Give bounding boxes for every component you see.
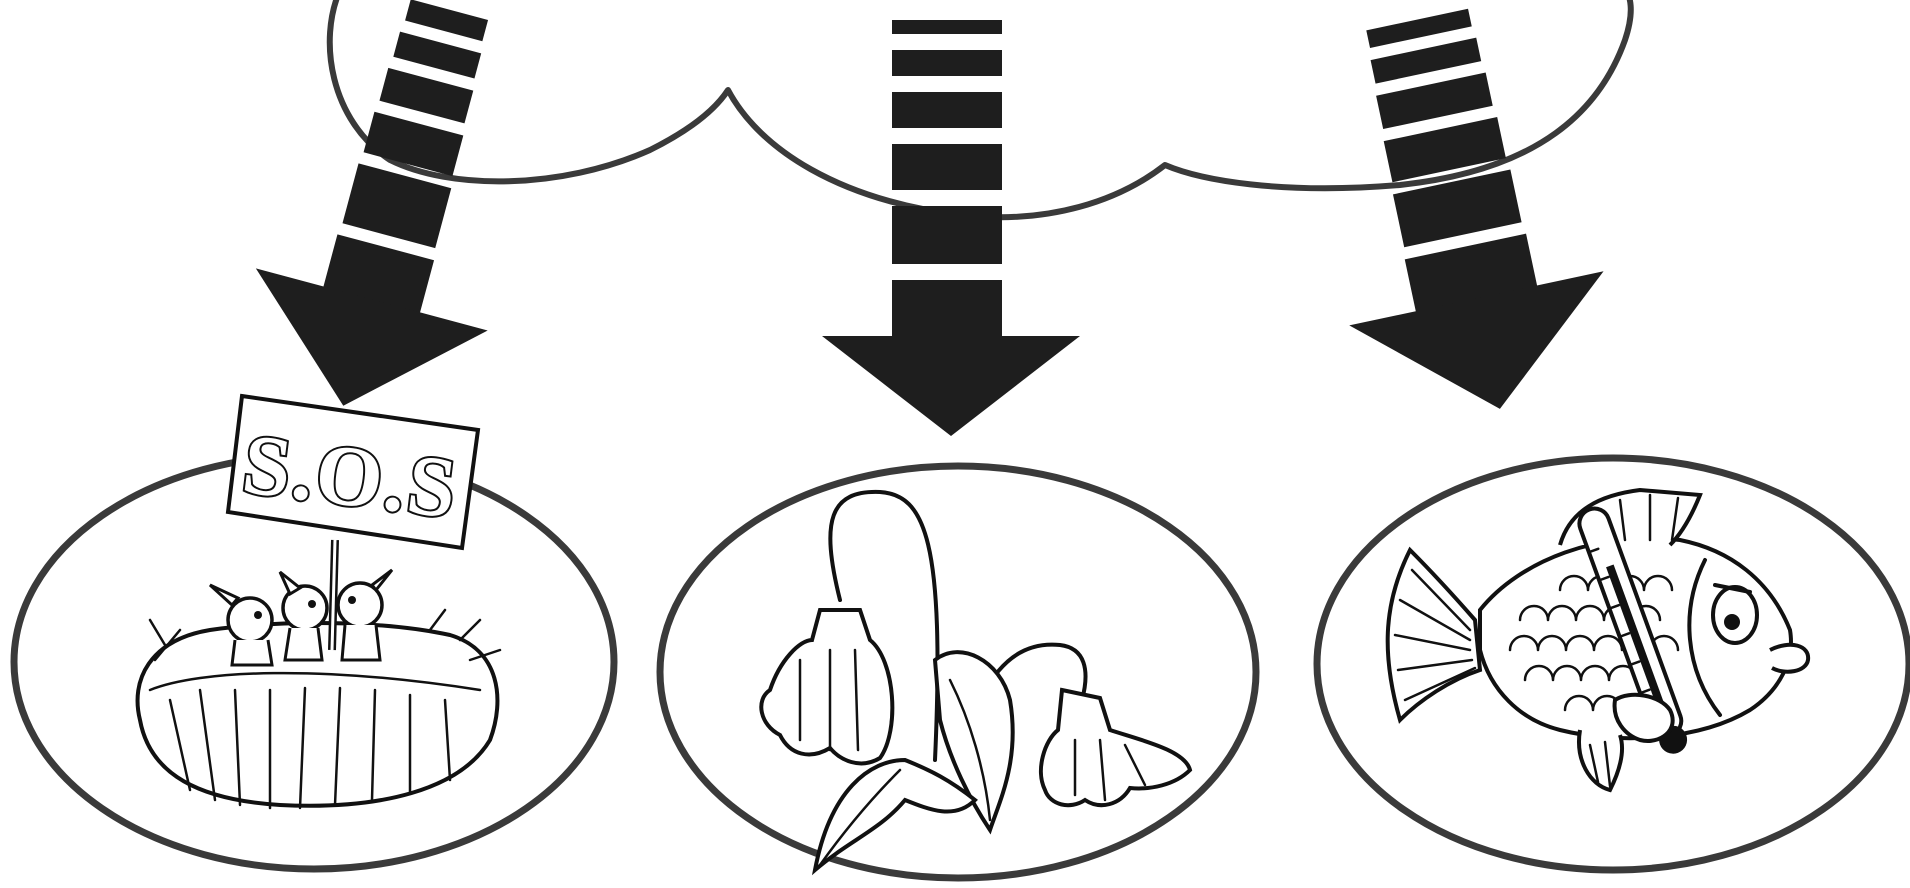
fish-fin — [1612, 692, 1675, 743]
sos-sign-icon: S.O.S — [225, 393, 481, 651]
wilted-flowers-panel — [656, 462, 1260, 882]
bird-nest-panel: S.O.S — [10, 393, 618, 873]
arrow-to-flowers — [822, 20, 1080, 436]
arrow-to-fish — [1349, 8, 1604, 409]
wilted-flower-icon — [759, 489, 1193, 876]
arrow-to-birds — [255, 0, 489, 406]
sick-fish-panel — [1313, 454, 1910, 874]
bird-nest-icon — [135, 568, 502, 810]
